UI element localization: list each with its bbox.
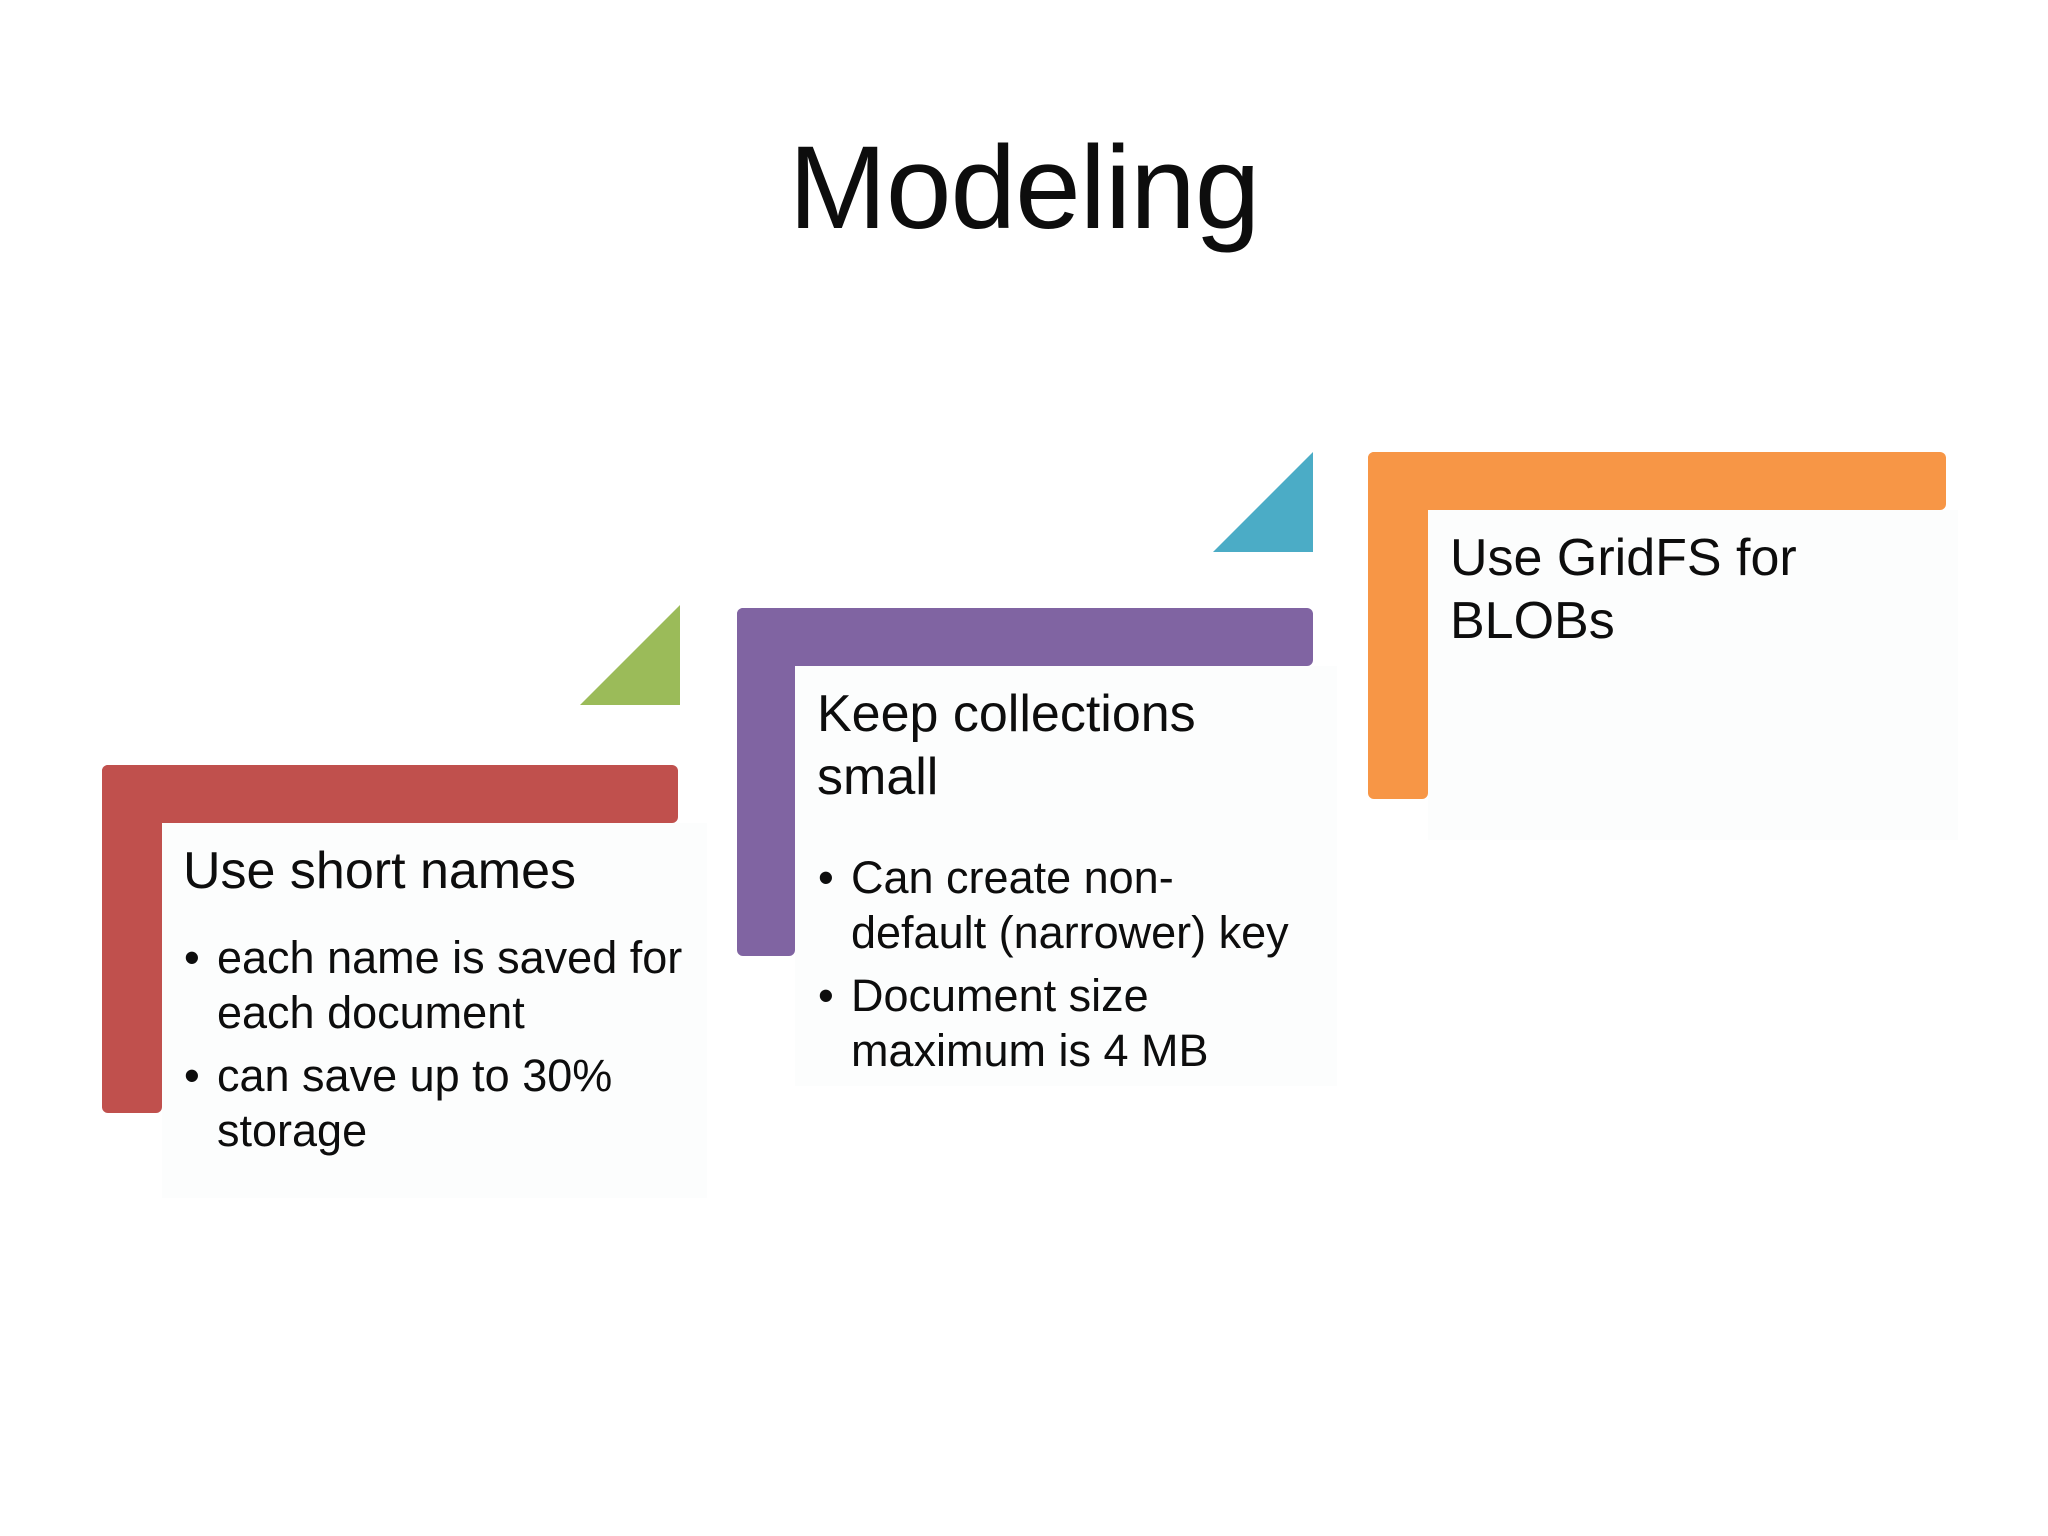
step-3-top-bar: [1368, 452, 1946, 510]
step-1-title: Use short names: [183, 842, 577, 900]
step-2-bullet-list: Can create non- default (narrower) key D…: [818, 850, 1323, 1086]
step-2-left-bar: [737, 608, 795, 956]
step-2-title: Keep collections small: [817, 685, 1196, 806]
step-1-bullet-1: each name is saved for each document: [184, 930, 694, 1040]
step-3-panel: [1428, 510, 1958, 840]
step-up-arrow-2-icon: [1213, 452, 1313, 552]
step-3-left-bar: [1368, 452, 1428, 799]
slide-title: Modeling: [788, 122, 1261, 254]
step-1-left-bar: [102, 765, 162, 1113]
step-up-arrow-1-icon: [580, 605, 680, 705]
step-2-top-bar: [737, 608, 1313, 666]
step-1-bullet-list: each name is saved for each document can…: [184, 930, 694, 1166]
step-1-top-bar: [102, 765, 678, 823]
step-2-bullet-1: Can create non- default (narrower) key: [818, 850, 1323, 960]
step-1-bullet-2: can save up to 30% storage: [184, 1048, 694, 1158]
step-3-title: Use GridFS for BLOBs: [1450, 529, 1797, 650]
step-2-bullet-2: Document size maximum is 4 MB: [818, 968, 1323, 1078]
